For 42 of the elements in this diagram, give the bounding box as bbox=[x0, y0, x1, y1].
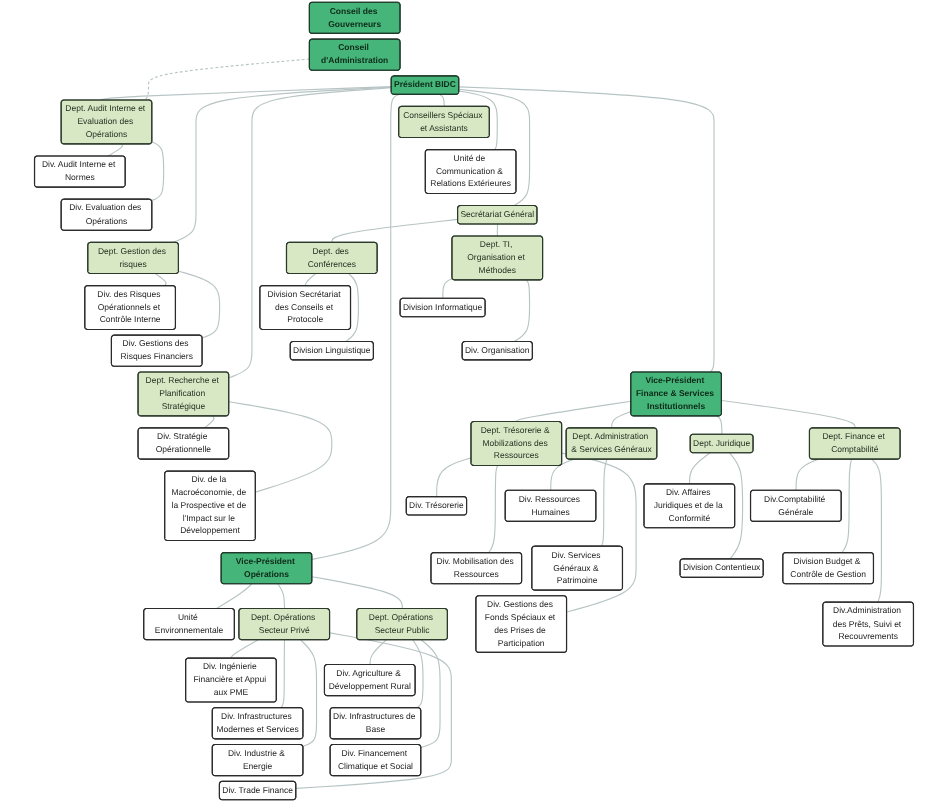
connector bbox=[300, 639, 318, 747]
connector bbox=[729, 452, 744, 560]
connector bbox=[458, 86, 715, 373]
connector bbox=[439, 94, 445, 108]
connector bbox=[420, 639, 441, 748]
connector bbox=[154, 273, 167, 287]
connector bbox=[101, 86, 393, 101]
connector bbox=[304, 273, 316, 287]
connector bbox=[795, 458, 819, 492]
connector bbox=[600, 458, 608, 548]
connector bbox=[203, 415, 215, 429]
connector bbox=[311, 94, 400, 560]
connector bbox=[279, 639, 286, 709]
connector bbox=[178, 270, 221, 339]
connector bbox=[107, 143, 124, 157]
connector bbox=[515, 400, 632, 423]
connector bbox=[689, 452, 711, 485]
connector bbox=[230, 639, 259, 659]
connector bbox=[458, 88, 531, 207]
connector bbox=[295, 632, 452, 789]
connector bbox=[143, 58, 311, 101]
connector bbox=[871, 458, 882, 603]
connector bbox=[228, 87, 393, 379]
connector bbox=[215, 583, 253, 610]
connector bbox=[716, 415, 723, 436]
connector bbox=[841, 458, 853, 554]
connector bbox=[721, 399, 856, 429]
connector bbox=[311, 576, 403, 610]
connector bbox=[344, 273, 359, 343]
connector bbox=[412, 639, 424, 709]
connector bbox=[150, 141, 165, 202]
connector bbox=[369, 639, 387, 666]
connector bbox=[611, 411, 632, 429]
connector bbox=[436, 457, 472, 498]
connector bbox=[488, 465, 499, 554]
connector bbox=[277, 583, 286, 610]
connector bbox=[228, 401, 333, 493]
connector bbox=[331, 218, 459, 244]
connector bbox=[550, 458, 574, 492]
connector bbox=[458, 90, 498, 151]
connector bbox=[513, 279, 531, 343]
connector bbox=[442, 278, 454, 300]
